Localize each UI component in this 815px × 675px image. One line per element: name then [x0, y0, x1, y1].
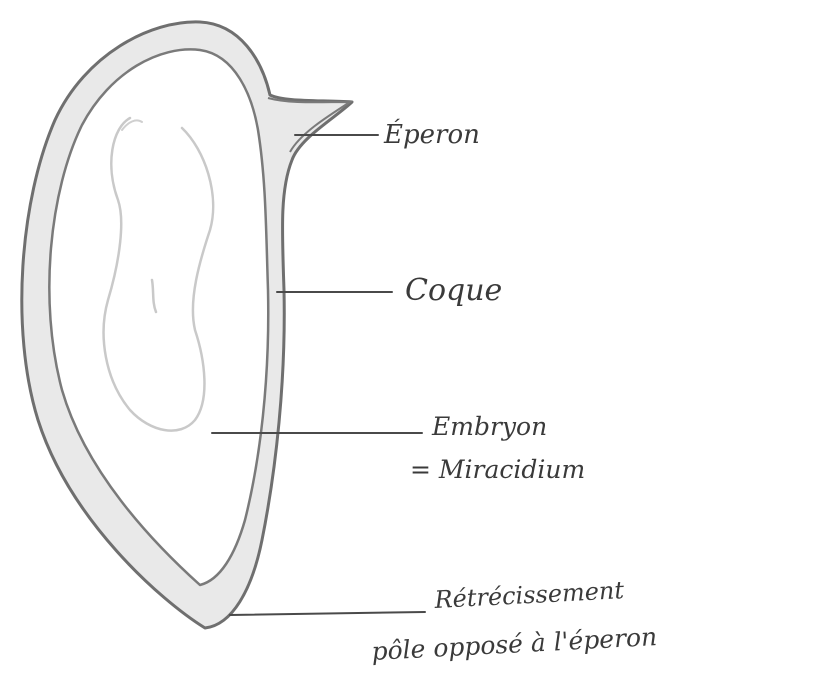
label-eperon: Éperon	[383, 118, 480, 150]
label-miracidium: = Miracidium	[410, 455, 585, 484]
label-pole-oppose: pôle opposé à l'éperon	[371, 622, 658, 666]
leader-retrecissement	[230, 612, 425, 615]
label-embryon: Embryon	[431, 412, 547, 441]
label-retrecissement: Rétrécissement	[433, 576, 625, 614]
label-coque: Coque	[405, 273, 502, 308]
